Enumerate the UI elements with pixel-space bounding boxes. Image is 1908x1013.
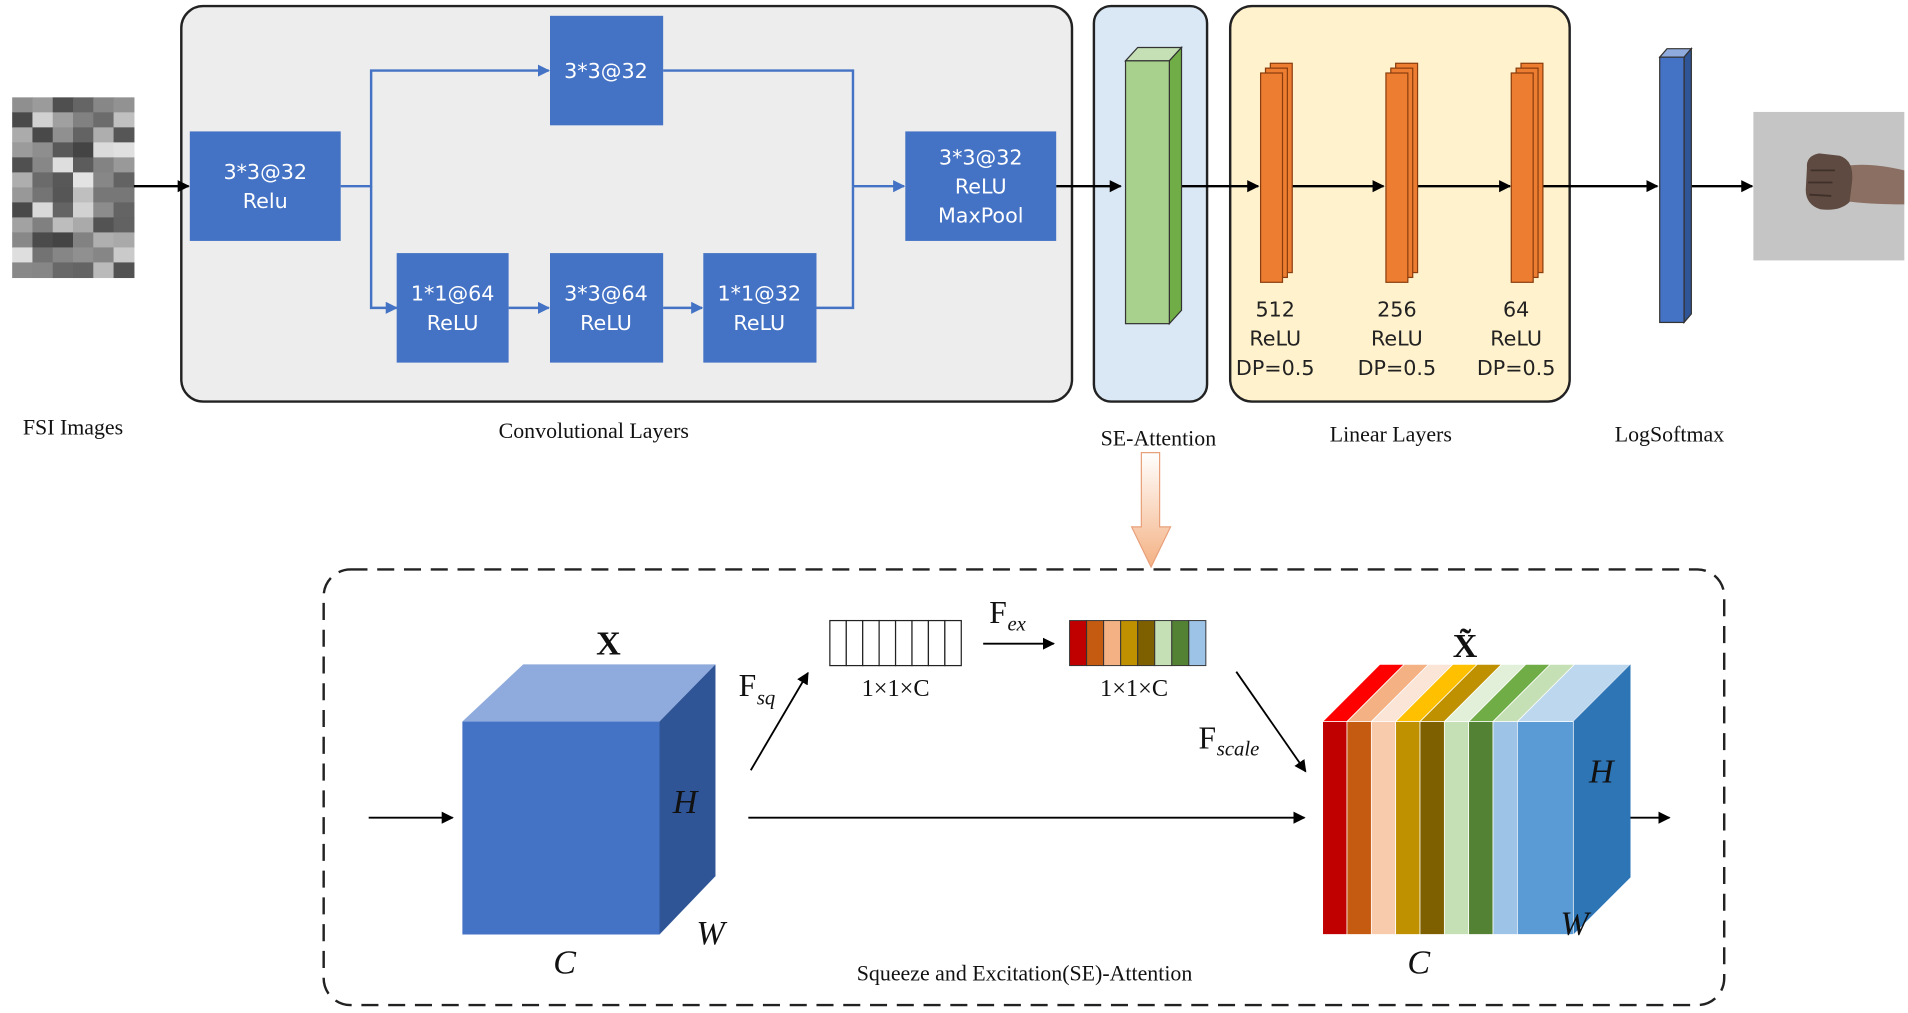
- excited-vector-dim: 1×1×C: [1100, 675, 1168, 702]
- svg-text:ex: ex: [1008, 613, 1027, 635]
- x-tilde-label: X̃: [1453, 628, 1478, 665]
- linear-label-2: 256 ReLU DP=0.5: [1358, 297, 1437, 379]
- svg-text:scale: scale: [1217, 739, 1259, 761]
- svg-text:ReLU: ReLU: [1249, 327, 1301, 351]
- xt-c-label: C: [1407, 944, 1431, 981]
- svg-text:ReLU: ReLU: [733, 311, 785, 335]
- arrow-squeeze: [749, 671, 809, 771]
- x-h-label: H: [672, 784, 700, 821]
- svg-text:256: 256: [1377, 297, 1416, 321]
- conv-block-top: 3*3@32: [549, 15, 664, 126]
- output-gesture-image: [1753, 111, 1905, 261]
- xt-h-label: H: [1588, 753, 1616, 790]
- caption-logsoftmax: LogSoftmax: [1615, 422, 1724, 447]
- svg-text:DP=0.5: DP=0.5: [1236, 356, 1315, 380]
- x-w-label: W: [696, 915, 727, 952]
- f-ex-label: F ex: [989, 595, 1026, 635]
- f-scale-label: F scale: [1199, 720, 1260, 760]
- conv-block-input: 3*3@32 Relu: [189, 131, 341, 241]
- conv-block-bottom-1: 1*1@64 ReLU: [396, 253, 509, 363]
- svg-text:512: 512: [1255, 297, 1294, 321]
- caption-se-block: Squeeze and Excitation(SE)-Attention: [857, 961, 1193, 986]
- arrow-scale: [1235, 671, 1307, 773]
- xt-w-label: W: [1560, 906, 1591, 943]
- expand-arrow: [1130, 452, 1172, 569]
- linear-layer-stacks: [1259, 62, 1544, 283]
- svg-text:ReLU: ReLU: [580, 311, 632, 335]
- conv-branch-arrows: [340, 64, 906, 314]
- svg-text:1*1@32: 1*1@32: [717, 282, 801, 306]
- svg-text:ReLU: ReLU: [427, 311, 479, 335]
- svg-text:MaxPool: MaxPool: [938, 204, 1024, 228]
- caption-conv-layers: Convolutional Layers: [499, 418, 689, 443]
- caption-linear-layers: Linear Layers: [1330, 422, 1452, 447]
- svg-text:ReLU: ReLU: [1490, 327, 1542, 351]
- caption-se-attention: SE-Attention: [1101, 425, 1217, 450]
- svg-text:ReLU: ReLU: [1371, 327, 1423, 351]
- svg-text:3*3@64: 3*3@64: [564, 282, 648, 306]
- svg-text:F: F: [1199, 720, 1217, 755]
- x-label: X: [596, 626, 621, 663]
- squeezed-vector: [829, 619, 962, 667]
- svg-text:3*3@32: 3*3@32: [223, 160, 307, 184]
- squeezed-vector-dim: 1×1×C: [862, 675, 930, 702]
- linear-label-3: 64 ReLU DP=0.5: [1477, 297, 1556, 379]
- conv-block-bottom-2: 3*3@64 ReLU: [549, 253, 664, 363]
- svg-text:F: F: [739, 668, 757, 703]
- linear-label-1: 512 ReLU DP=0.5: [1236, 297, 1315, 379]
- svg-text:DP=0.5: DP=0.5: [1358, 356, 1437, 380]
- se-attention-layer: [1124, 45, 1183, 326]
- f-sq-label: F sq: [739, 668, 776, 710]
- input-tensor-cube: [462, 664, 716, 935]
- svg-text:Relu: Relu: [243, 189, 288, 213]
- excited-vector: [1069, 620, 1207, 667]
- fsi-input-image: [12, 97, 135, 279]
- svg-text:DP=0.5: DP=0.5: [1477, 356, 1556, 380]
- svg-text:1*1@64: 1*1@64: [411, 282, 495, 306]
- svg-text:ReLU: ReLU: [955, 174, 1007, 198]
- logsoftmax-layer: [1658, 47, 1693, 325]
- conv-block-output: 3*3@32 ReLU MaxPool: [905, 131, 1057, 241]
- svg-text:64: 64: [1503, 297, 1529, 321]
- svg-text:sq: sq: [757, 688, 775, 710]
- x-c-label: C: [553, 944, 577, 981]
- svg-text:F: F: [989, 595, 1007, 630]
- svg-text:3*3@32: 3*3@32: [939, 145, 1023, 169]
- caption-fsi-images: FSI Images: [23, 414, 123, 439]
- svg-text:3*3@32: 3*3@32: [564, 59, 648, 83]
- conv-block-bottom-3: 1*1@32 ReLU: [703, 253, 817, 363]
- output-tensor-cube: [1321, 664, 1632, 935]
- se-detail-panel: [322, 568, 1726, 1007]
